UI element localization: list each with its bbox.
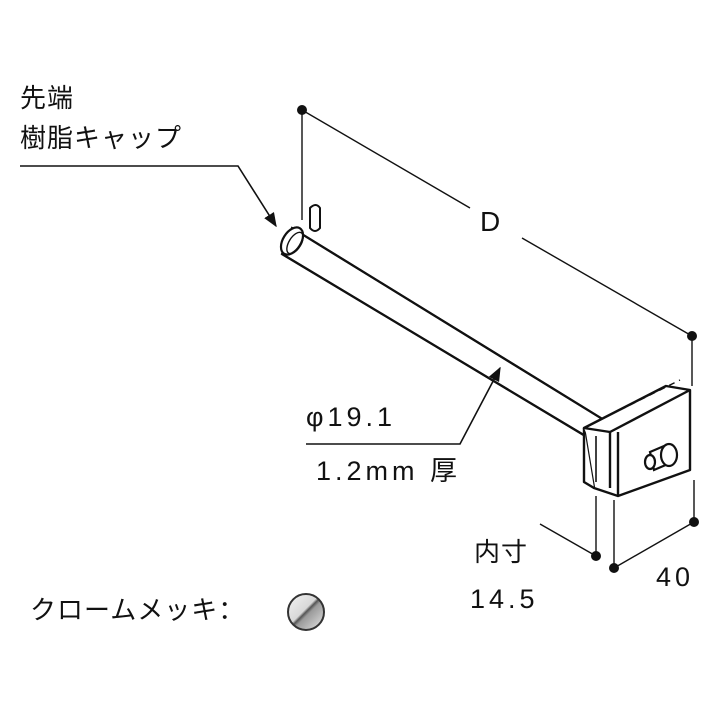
leader-pipe-spec [306, 366, 501, 445]
depth-label: D [480, 206, 501, 237]
inner-dimension-value: 14.5 [470, 584, 539, 614]
leader-tip-cap [20, 165, 277, 228]
inner-dimension-label: 内寸 [474, 538, 529, 568]
set-screw [643, 442, 679, 472]
dimension-depth [297, 105, 697, 386]
tip-pin [309, 204, 321, 232]
chrome-swatch-icon [287, 593, 325, 631]
tip-cap-label-line2: 樹脂キャップ [20, 124, 183, 154]
mount-bracket [582, 379, 692, 498]
pipe-thickness-label: 1.2mm 厚 [316, 456, 462, 486]
chrome-finish-label: クロームメッキ： [30, 596, 246, 626]
pipe-diameter-label: φ19.1 [306, 402, 397, 432]
tip-cap-label-line1: 先端 [20, 84, 75, 114]
dimension-width [539, 480, 699, 573]
resin-cap [279, 226, 305, 256]
width-dimension-label: 40 [656, 562, 695, 592]
